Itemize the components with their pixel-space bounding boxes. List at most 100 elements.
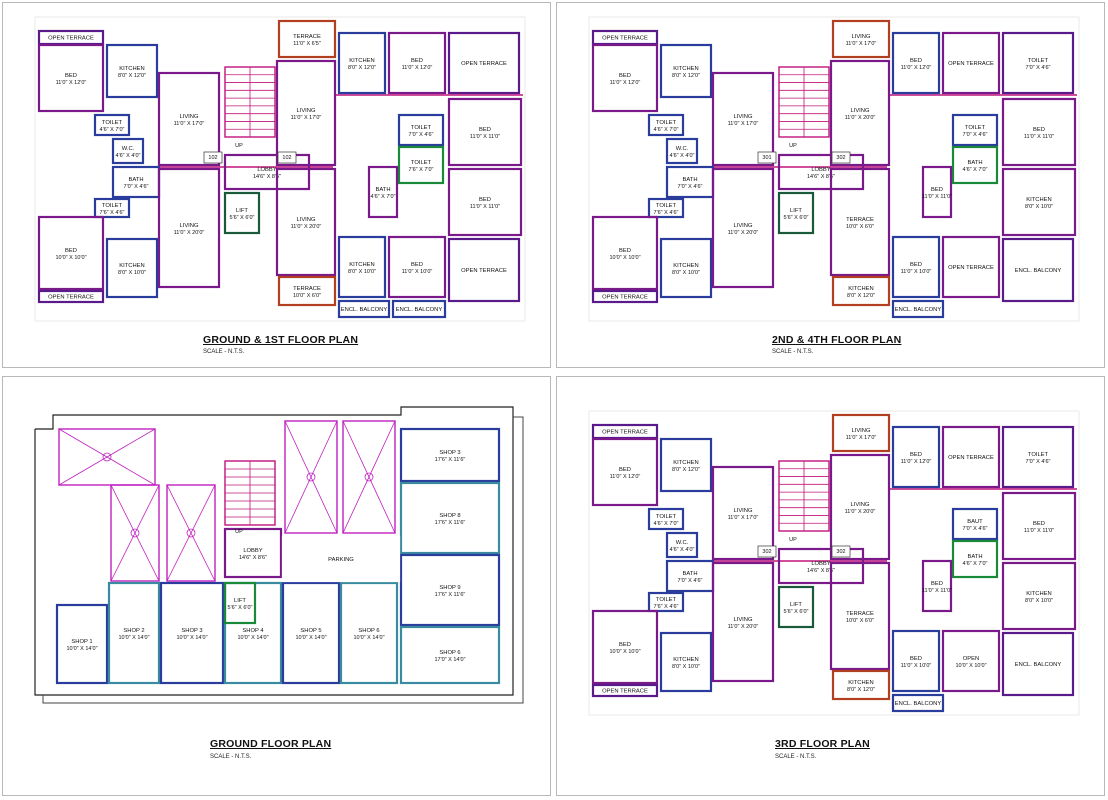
room-name: LIVING xyxy=(179,114,198,120)
room-dimension: 11'0" X 10'0" xyxy=(901,663,932,669)
room-name: LIVING xyxy=(296,217,315,223)
room-dimension: 4'6" X 7'0" xyxy=(371,194,396,200)
room-name: LIVING xyxy=(733,223,752,229)
room-wall xyxy=(1001,425,1075,489)
room-name: SHOP 2 xyxy=(123,628,144,634)
room-wall xyxy=(951,145,999,185)
room-name: BED xyxy=(479,127,491,133)
slab-center xyxy=(102,452,112,462)
room-wall xyxy=(1001,97,1077,167)
room-name: ENCL. BALCONY xyxy=(895,307,942,313)
slab-cutout xyxy=(58,428,156,486)
room-name: BATH xyxy=(375,187,390,193)
room-dimension: 11'0" X 17'0" xyxy=(728,515,759,521)
room-name: KITCHEN xyxy=(119,66,144,72)
room-dimension: 10'0" X 6'0" xyxy=(846,224,874,230)
room-name: LIVING xyxy=(733,508,752,514)
room-dimension: 11'0" X 6'5" xyxy=(293,41,321,47)
room-wall xyxy=(337,299,391,319)
room-wall xyxy=(659,631,713,693)
room-wall xyxy=(223,527,283,579)
room-dimension: 10'0" X 14'0" xyxy=(118,635,149,641)
room-name: KITCHEN xyxy=(848,680,873,686)
room-name: BED xyxy=(910,58,922,64)
plan-label: UP xyxy=(235,143,243,149)
room-wall xyxy=(105,237,159,299)
room-name: BED xyxy=(479,197,491,203)
room-name: TERRACE xyxy=(846,217,874,223)
room-dimension: 10'0" X 10'0" xyxy=(55,255,86,261)
room-dimension: 10'0" X 14'0" xyxy=(66,646,97,652)
room-wall xyxy=(831,669,891,701)
room-wall xyxy=(223,153,311,191)
room-dimension: 8'0" X 10'0" xyxy=(672,270,700,276)
room-dimension: 5'6" X 6'0" xyxy=(784,609,809,615)
room-dimension: 4'6" X 7'0" xyxy=(654,127,679,133)
plan-title: 3RD FLOOR PLAN xyxy=(775,738,870,750)
room-dimension: 11'0" X 12'0" xyxy=(610,80,641,86)
slab-cross xyxy=(58,428,156,486)
room-wall xyxy=(93,197,131,219)
room-name: BED xyxy=(619,248,631,254)
room-name: LIVING xyxy=(733,617,752,623)
room-wall xyxy=(399,481,501,555)
room-dimension: 7'0" X 4'6" xyxy=(678,578,703,584)
room-name: LIFT xyxy=(236,208,248,214)
room-name: BATH xyxy=(128,177,143,183)
room-dimension: 11'0" X 12'0" xyxy=(901,65,932,71)
room-name: LIFT xyxy=(790,208,802,214)
room-wall xyxy=(1001,167,1077,237)
room-dimension: 4'6" X 7'0" xyxy=(100,127,125,133)
room-wall xyxy=(275,59,337,167)
room-dimension: 10'0" X 14'0" xyxy=(176,635,207,641)
room-name: BATH xyxy=(967,554,982,560)
room-wall xyxy=(339,581,399,685)
room-name: LOBBY xyxy=(811,167,830,173)
room-wall xyxy=(157,71,221,167)
room-dimension: 8'0" X 12'0" xyxy=(847,293,875,299)
room-wall xyxy=(281,535,401,583)
room-name: KITCHEN xyxy=(1026,591,1051,597)
room-wall xyxy=(1001,31,1075,95)
room-wall xyxy=(951,113,999,147)
room-name: LOBBY xyxy=(243,548,262,554)
slab-cutout xyxy=(342,420,396,534)
room-name: LIVING xyxy=(851,428,870,434)
room-wall xyxy=(591,215,659,291)
room-name: BED xyxy=(910,452,922,458)
room-dimension: 8'0" X 10'0" xyxy=(1025,598,1053,604)
room-name: TOILET xyxy=(656,203,677,209)
room-name: OPEN TERRACE xyxy=(948,61,994,67)
room-dimension: 11'0" X 10'0" xyxy=(901,269,932,275)
room-dimension: 11'0" X 11'0" xyxy=(922,588,952,594)
room-name: BED xyxy=(411,58,423,64)
plan-label: 102 xyxy=(282,155,291,161)
room-name: BED xyxy=(411,262,423,268)
room-name: LIVING xyxy=(179,223,198,229)
room-name: OPEN TERRACE xyxy=(602,36,648,42)
room-dimension: 8'0" X 12'0" xyxy=(847,687,875,693)
room-name: BED xyxy=(931,187,943,193)
room-wall xyxy=(447,97,523,167)
room-wall xyxy=(665,137,699,165)
room-name: KITCHEN xyxy=(848,286,873,292)
room-wall xyxy=(891,693,945,713)
room-name: BED xyxy=(619,73,631,79)
room-name: LIVING xyxy=(850,108,869,114)
room-wall xyxy=(941,425,1001,489)
room-dimension: 7'6" X 4'6" xyxy=(654,604,679,610)
room-wall xyxy=(447,167,523,237)
room-wall xyxy=(831,275,891,307)
slab-center xyxy=(306,472,316,482)
plan-label: 302 xyxy=(762,549,771,555)
room-name: KITCHEN xyxy=(673,657,698,663)
room-wall xyxy=(105,43,159,99)
room-name: KITCHEN xyxy=(673,460,698,466)
room-dimension: 11'0" X 17'0" xyxy=(728,121,759,127)
slab-center xyxy=(130,528,140,538)
room-wall xyxy=(447,31,521,95)
room-dimension: 11'0" X 12'0" xyxy=(901,459,932,465)
room-dimension: 5'6" X 6'0" xyxy=(784,215,809,221)
